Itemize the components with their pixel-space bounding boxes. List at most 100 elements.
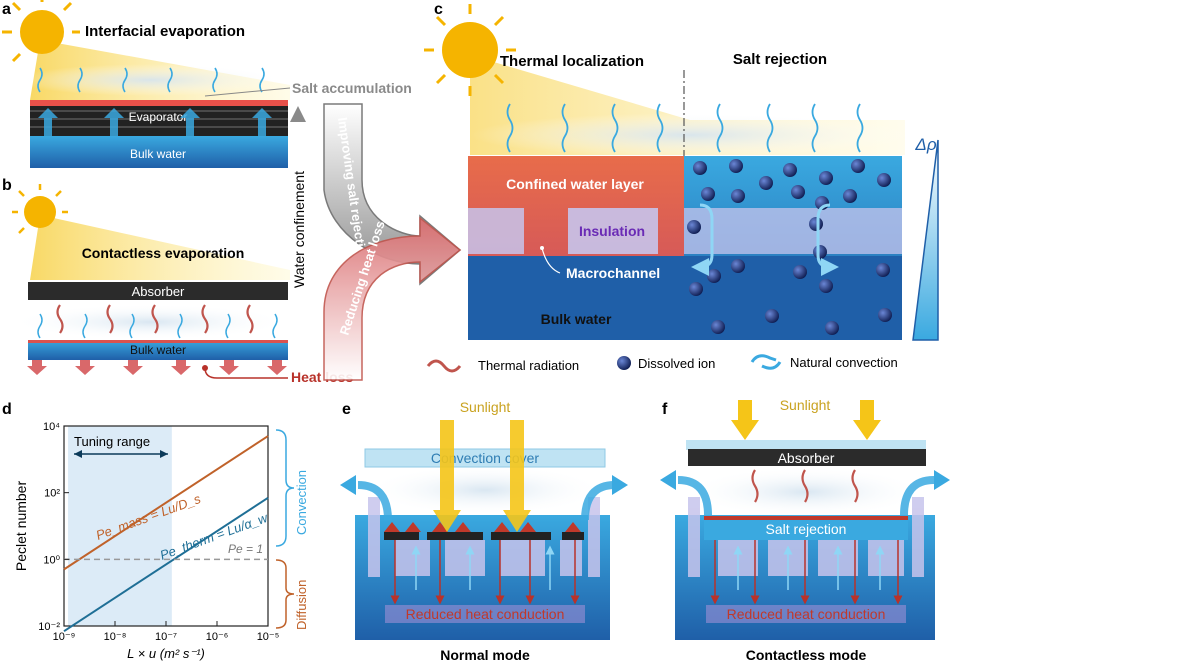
vapor-waves-c xyxy=(506,103,864,153)
legend: Thermal radiation Dissolved ion Natural … xyxy=(426,354,898,373)
salt-rejection-layer xyxy=(704,520,908,540)
insulation-walls-e xyxy=(368,497,600,577)
insulation-block xyxy=(468,208,524,254)
series-line-1 xyxy=(63,496,269,633)
panel-b-letter: b xyxy=(2,177,12,194)
natural-convection-icon xyxy=(750,354,782,370)
vapor-cloud-c xyxy=(470,113,910,157)
legend-thermal-radiation: Thermal radiation xyxy=(478,358,579,373)
bulk-water-a xyxy=(30,136,288,168)
dissolved-ion-icon xyxy=(617,356,631,370)
convection-loops xyxy=(691,203,839,276)
inflow-arrows-e xyxy=(411,545,555,590)
transition-arrows: Water confinement Improving salt rejecti… xyxy=(290,103,462,381)
panel-b-title: Contactless evaporation xyxy=(82,245,245,261)
sun-icon xyxy=(2,0,80,63)
water-confinement-arrowhead xyxy=(290,106,306,122)
y-tick-label: 10⁰ xyxy=(43,554,60,566)
vapor-cloud-f xyxy=(686,467,926,517)
x-tick-label: 10⁻⁶ xyxy=(206,631,229,643)
sunlight-e-label: Sunlight xyxy=(460,399,511,415)
radiation-waves-f xyxy=(751,469,859,503)
thermal-radiation-icon xyxy=(426,359,462,373)
panel-e: e Sunlight Convection cover xyxy=(340,399,628,663)
convection-regime-label: Convection xyxy=(294,470,309,535)
pe-eq-label: Pe = 1 xyxy=(228,542,263,556)
absorber-b xyxy=(28,282,288,300)
density-gradient-triangle xyxy=(912,139,939,341)
y-tick-label: 10⁻² xyxy=(38,621,60,633)
panel-c: c Thermal localization Salt rejection xyxy=(424,1,939,373)
x-tick-label: 10⁻⁵ xyxy=(257,631,280,643)
contactless-mode-caption: Contactless mode xyxy=(746,647,867,663)
tuning-range-label: Tuning range xyxy=(74,434,150,449)
heat-triangles-e xyxy=(384,522,581,532)
absorber-b-label: Absorber xyxy=(132,284,185,299)
bulk-water-a-label: Bulk water xyxy=(130,147,186,161)
salt-pointer xyxy=(204,87,291,97)
reduced-heat-bar-f xyxy=(706,605,906,623)
panel-d-letter: d xyxy=(2,401,12,418)
reduced-heat-e-label: Reduced heat conduction xyxy=(406,606,565,622)
macrochannel-label: Macrochannel xyxy=(566,265,660,281)
sun-icon xyxy=(424,4,516,96)
reducing-heat-arrow xyxy=(323,216,462,381)
tuning-range-shade xyxy=(68,426,172,626)
panel-b: b Contactless evaporation Absorber Bulk … xyxy=(2,177,353,385)
diffusion-regime-label: Diffusion xyxy=(294,580,309,630)
panel-a: a Interfacial evaporation Evaporator Bul… xyxy=(2,0,412,168)
salt-rejection-f-label: Salt rejection xyxy=(766,521,847,537)
legend-dissolved-ion: Dissolved ion xyxy=(638,356,715,371)
panel-c-letter: c xyxy=(434,1,443,18)
confined-layer-label: Confined water layer xyxy=(506,176,644,192)
salt-layer xyxy=(30,100,288,106)
side-outflow-arrows-e xyxy=(357,481,616,521)
insulation-block xyxy=(568,208,658,254)
x-tick-label: 10⁻⁹ xyxy=(53,631,76,643)
side-outflow-arrows-f xyxy=(677,476,935,516)
reduced-heat-bar-e xyxy=(385,605,585,623)
absorber-f xyxy=(688,449,926,466)
y-tick-label: 10² xyxy=(44,488,60,500)
absorber-f-label: Absorber xyxy=(778,450,835,466)
vapor-waves-b xyxy=(37,313,278,339)
vapor-cloud-b xyxy=(10,304,290,340)
heat-loss-arrows xyxy=(27,360,287,375)
bulk-water-b-top xyxy=(28,340,288,343)
x-tick-label: 10⁻⁸ xyxy=(104,631,127,643)
normal-mode-caption: Normal mode xyxy=(440,647,530,663)
dissolved-ions xyxy=(687,159,892,335)
vapor-cloud-e xyxy=(365,465,605,515)
sunlight-arrows-e xyxy=(433,420,531,532)
y-tick-label: 10⁴ xyxy=(43,421,60,433)
radiation-waves-b xyxy=(56,304,254,334)
bulk-water-b-label: Bulk water xyxy=(130,343,186,357)
panel-f-letter: f xyxy=(662,401,668,418)
sunlight-f-label: Sunlight xyxy=(780,397,831,413)
insulation-label: Insulation xyxy=(579,223,645,239)
convection-brace xyxy=(275,429,295,547)
inflow-arrows-f xyxy=(733,545,885,590)
diffusion-brace xyxy=(275,559,295,629)
vapor-waves xyxy=(37,67,265,93)
panel-a-title: Interfacial evaporation xyxy=(85,23,245,40)
absorber-segments-e xyxy=(384,532,584,540)
bulk-water-b xyxy=(28,340,288,360)
reduced-heat-f-label: Reduced heat conduction xyxy=(727,606,886,622)
delta-rho-label: Δρ xyxy=(914,135,936,154)
panel-e-letter: e xyxy=(342,401,351,418)
vapor-cloud xyxy=(15,64,285,96)
heat-conduction-arrows-f xyxy=(710,540,903,605)
evaporator-texture xyxy=(30,110,288,128)
upflow-arrows xyxy=(38,108,272,136)
y-axis-label: Peclet number xyxy=(13,481,29,572)
panel-a-letter: a xyxy=(2,1,11,18)
legend-natural-convection: Natural convection xyxy=(790,355,898,370)
heat-conduction-arrows-e xyxy=(390,540,580,605)
cover-f xyxy=(686,440,926,450)
series-line-0 xyxy=(63,435,269,571)
